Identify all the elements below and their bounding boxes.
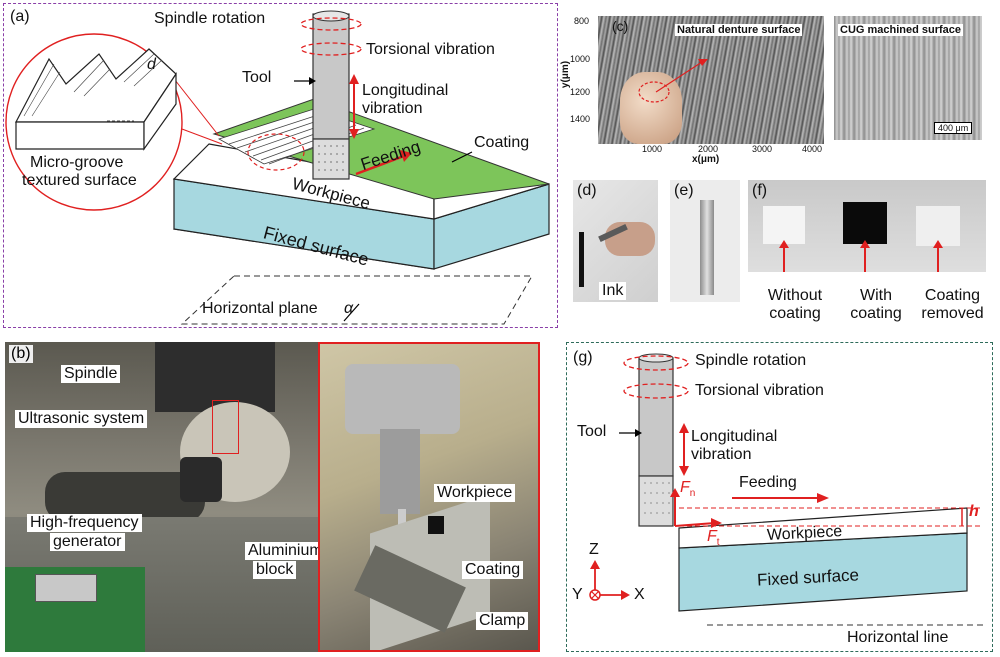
longitudinal-label-2: vibration	[362, 100, 423, 117]
y-axis-label: y(μm)	[560, 60, 572, 89]
y-tick-1000: 1000	[570, 54, 591, 64]
y-axis-label-g: Y	[572, 586, 583, 603]
without-line-2: coating	[769, 305, 821, 322]
ink-label: Ink	[599, 282, 627, 300]
y-tick-800: 800	[574, 16, 590, 26]
alpha-label: α	[344, 300, 354, 317]
tool-tip-texture	[318, 145, 344, 171]
aluminium-block-label-2: block	[253, 561, 297, 579]
tool-tip-g	[638, 475, 674, 527]
longitudinal-label-g-1: Longitudinal	[691, 428, 778, 445]
workpiece-block	[678, 507, 968, 549]
micro-groove-label-1: Micro-groove	[30, 154, 124, 171]
panel-f-photo: (f)	[748, 180, 986, 272]
panel-b-photo-zoom: Workpiece Coating Clamp	[318, 342, 540, 652]
hf-generator-label-1: High-frequency	[27, 514, 142, 532]
panel-d-photo: (d) Ink	[573, 180, 658, 302]
ft-arrow	[674, 522, 716, 527]
removed-line-2: removed	[921, 305, 984, 322]
panel-b-label: (b)	[9, 345, 33, 363]
without-line-1: Without	[767, 287, 823, 304]
removed-line-1: Coating	[924, 287, 981, 304]
feeding-arrow	[355, 154, 405, 176]
panel-e-label: (e)	[674, 182, 694, 199]
x-tick-1000: 1000	[642, 144, 663, 154]
micro-groove-label-2: textured surface	[22, 172, 137, 189]
torsional-vibration-arrow-g	[623, 383, 689, 399]
panel-f-arrows	[779, 240, 943, 272]
longitudinal-label-g-2: vibration	[691, 446, 752, 463]
natural-title: Natural denture surface	[675, 24, 803, 36]
panel-a-label: (a)	[10, 8, 30, 25]
x-tick-2000: 2000	[698, 144, 719, 154]
torsional-vibration-label-g: Torsional vibration	[695, 382, 824, 399]
panel-g-label: (g)	[573, 349, 593, 366]
tool-shank	[312, 13, 350, 140]
feeding-label-g: Feeding	[739, 474, 797, 491]
spindle-rotation-label-g: Spindle rotation	[695, 352, 807, 369]
hf-generator-label-2: generator	[50, 533, 125, 551]
with-line-2: coating	[850, 305, 902, 322]
spindle-rotation-label: Spindle rotation	[154, 10, 266, 27]
tool-body	[638, 357, 674, 477]
coating-label: Coating	[474, 134, 530, 151]
panel-f-label: (f)	[752, 182, 768, 199]
panel-a-schematic: (a) Spindle rotation Torsional vibration…	[3, 3, 558, 328]
zoom-box	[212, 400, 239, 454]
aluminium-block-label-1: Aluminium	[245, 542, 318, 560]
workpiece-photo-label: Workpiece	[434, 484, 516, 502]
panel-g-drawing	[589, 353, 987, 626]
tooth-image	[620, 72, 682, 144]
y-tick-1400: 1400	[570, 114, 591, 124]
panel-g-schematic: (g) Spindle rotation Torsional vibration…	[566, 342, 993, 652]
spindle-rotation-arrow	[300, 17, 362, 31]
x-axis-label-g: X	[634, 586, 645, 603]
panel-a-drawing	[5, 10, 550, 325]
panel-c-label: (c)	[612, 18, 629, 34]
tool-top	[312, 10, 350, 22]
horizontal-line-label: Horizontal line	[847, 629, 949, 646]
horizontal-plane-outline	[180, 275, 533, 325]
longitudinal-label-1: Longitudinal	[362, 82, 449, 99]
panel-c-cug: CUG machined surface 400 μm	[834, 16, 982, 140]
ft-label: Ft	[707, 528, 720, 549]
cug-title: CUG machined surface	[838, 24, 964, 36]
microgroove-side	[143, 72, 177, 151]
ultrasonic-system-label: Ultrasonic system	[15, 410, 148, 428]
y-tick-1200: 1200	[570, 87, 591, 97]
x-tick-4000: 4000	[802, 144, 823, 154]
groove-d-label: d	[147, 56, 156, 73]
magnifier-link-2	[181, 128, 223, 145]
horizontal-plane-label: Horizontal plane	[202, 300, 318, 317]
fn-label: Fn	[680, 479, 696, 500]
microgroove-front	[15, 121, 145, 150]
panel-d-label: (d)	[577, 182, 597, 199]
x-axis-label: x(μm)	[692, 154, 720, 165]
tool-label: Tool	[242, 69, 272, 86]
clamp-label: Clamp	[476, 612, 529, 630]
groove-highlight-ellipse	[247, 133, 305, 171]
panel-c-overlay	[638, 59, 708, 103]
x-tick-3000: 3000	[752, 144, 773, 154]
h-label: h	[969, 503, 979, 520]
tool-label-g: Tool	[577, 423, 607, 440]
panel-c-natural: (c) Natural denture surface y(μm) x(μm) …	[560, 14, 827, 165]
torsional-vibration-arrow	[300, 42, 362, 56]
scale-bar: 400 μm	[934, 122, 973, 134]
panel-e-photo: (e)	[670, 180, 740, 302]
with-coating-caption: With coating	[836, 287, 916, 323]
panel-b-photo-machine: (b) Spindle Ultrasonic system High-frequ…	[5, 342, 318, 652]
spindle-label: Spindle	[61, 365, 121, 383]
z-axis-label: Z	[589, 541, 599, 558]
without-coating-caption: Without coating	[755, 287, 835, 323]
torsional-vibration-label: Torsional vibration	[366, 41, 495, 58]
spindle-rotation-arrow-g	[623, 355, 689, 371]
with-line-1: With	[860, 287, 892, 304]
coating-photo-label: Coating	[462, 561, 524, 579]
coating-removed-caption: Coating removed	[910, 287, 995, 323]
